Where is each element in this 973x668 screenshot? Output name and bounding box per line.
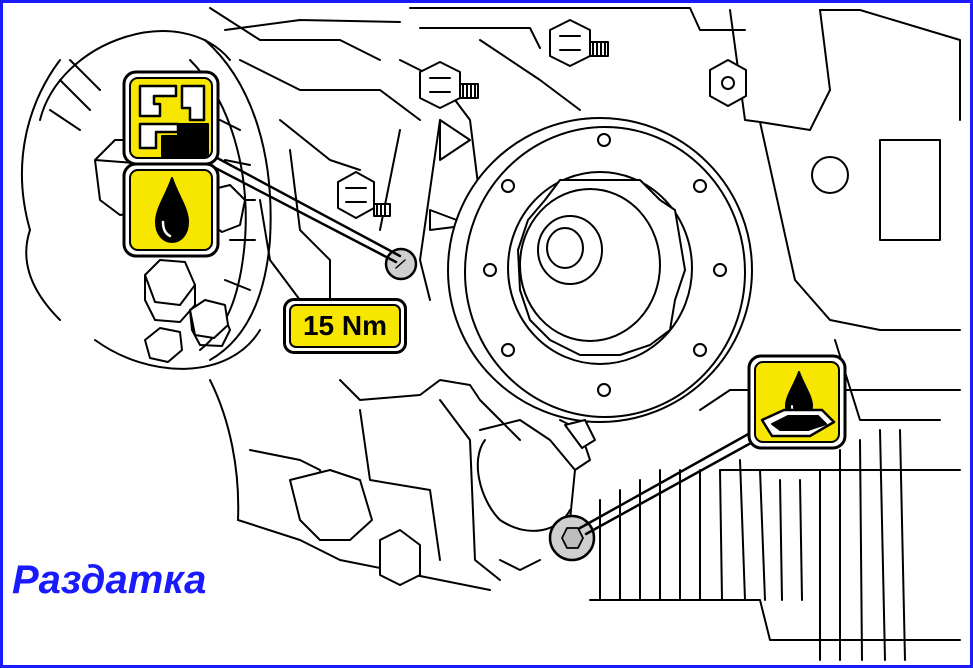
upper-studs bbox=[337, 19, 747, 219]
oil-drain-icon bbox=[747, 354, 847, 450]
output-flange bbox=[447, 117, 753, 423]
housing-outline-left bbox=[209, 7, 581, 301]
lower-housing bbox=[209, 379, 596, 591]
torque-badge: 15 Nm bbox=[283, 298, 407, 354]
plug-profile-icon bbox=[122, 70, 220, 166]
housing-outline-right bbox=[409, 7, 961, 661]
torque-label: 15 Nm bbox=[289, 304, 401, 348]
leader-lines bbox=[198, 150, 762, 536]
caption-title: Раздатка bbox=[12, 558, 207, 602]
oil-drop-icon bbox=[122, 162, 220, 258]
fill-plug bbox=[384, 247, 418, 281]
